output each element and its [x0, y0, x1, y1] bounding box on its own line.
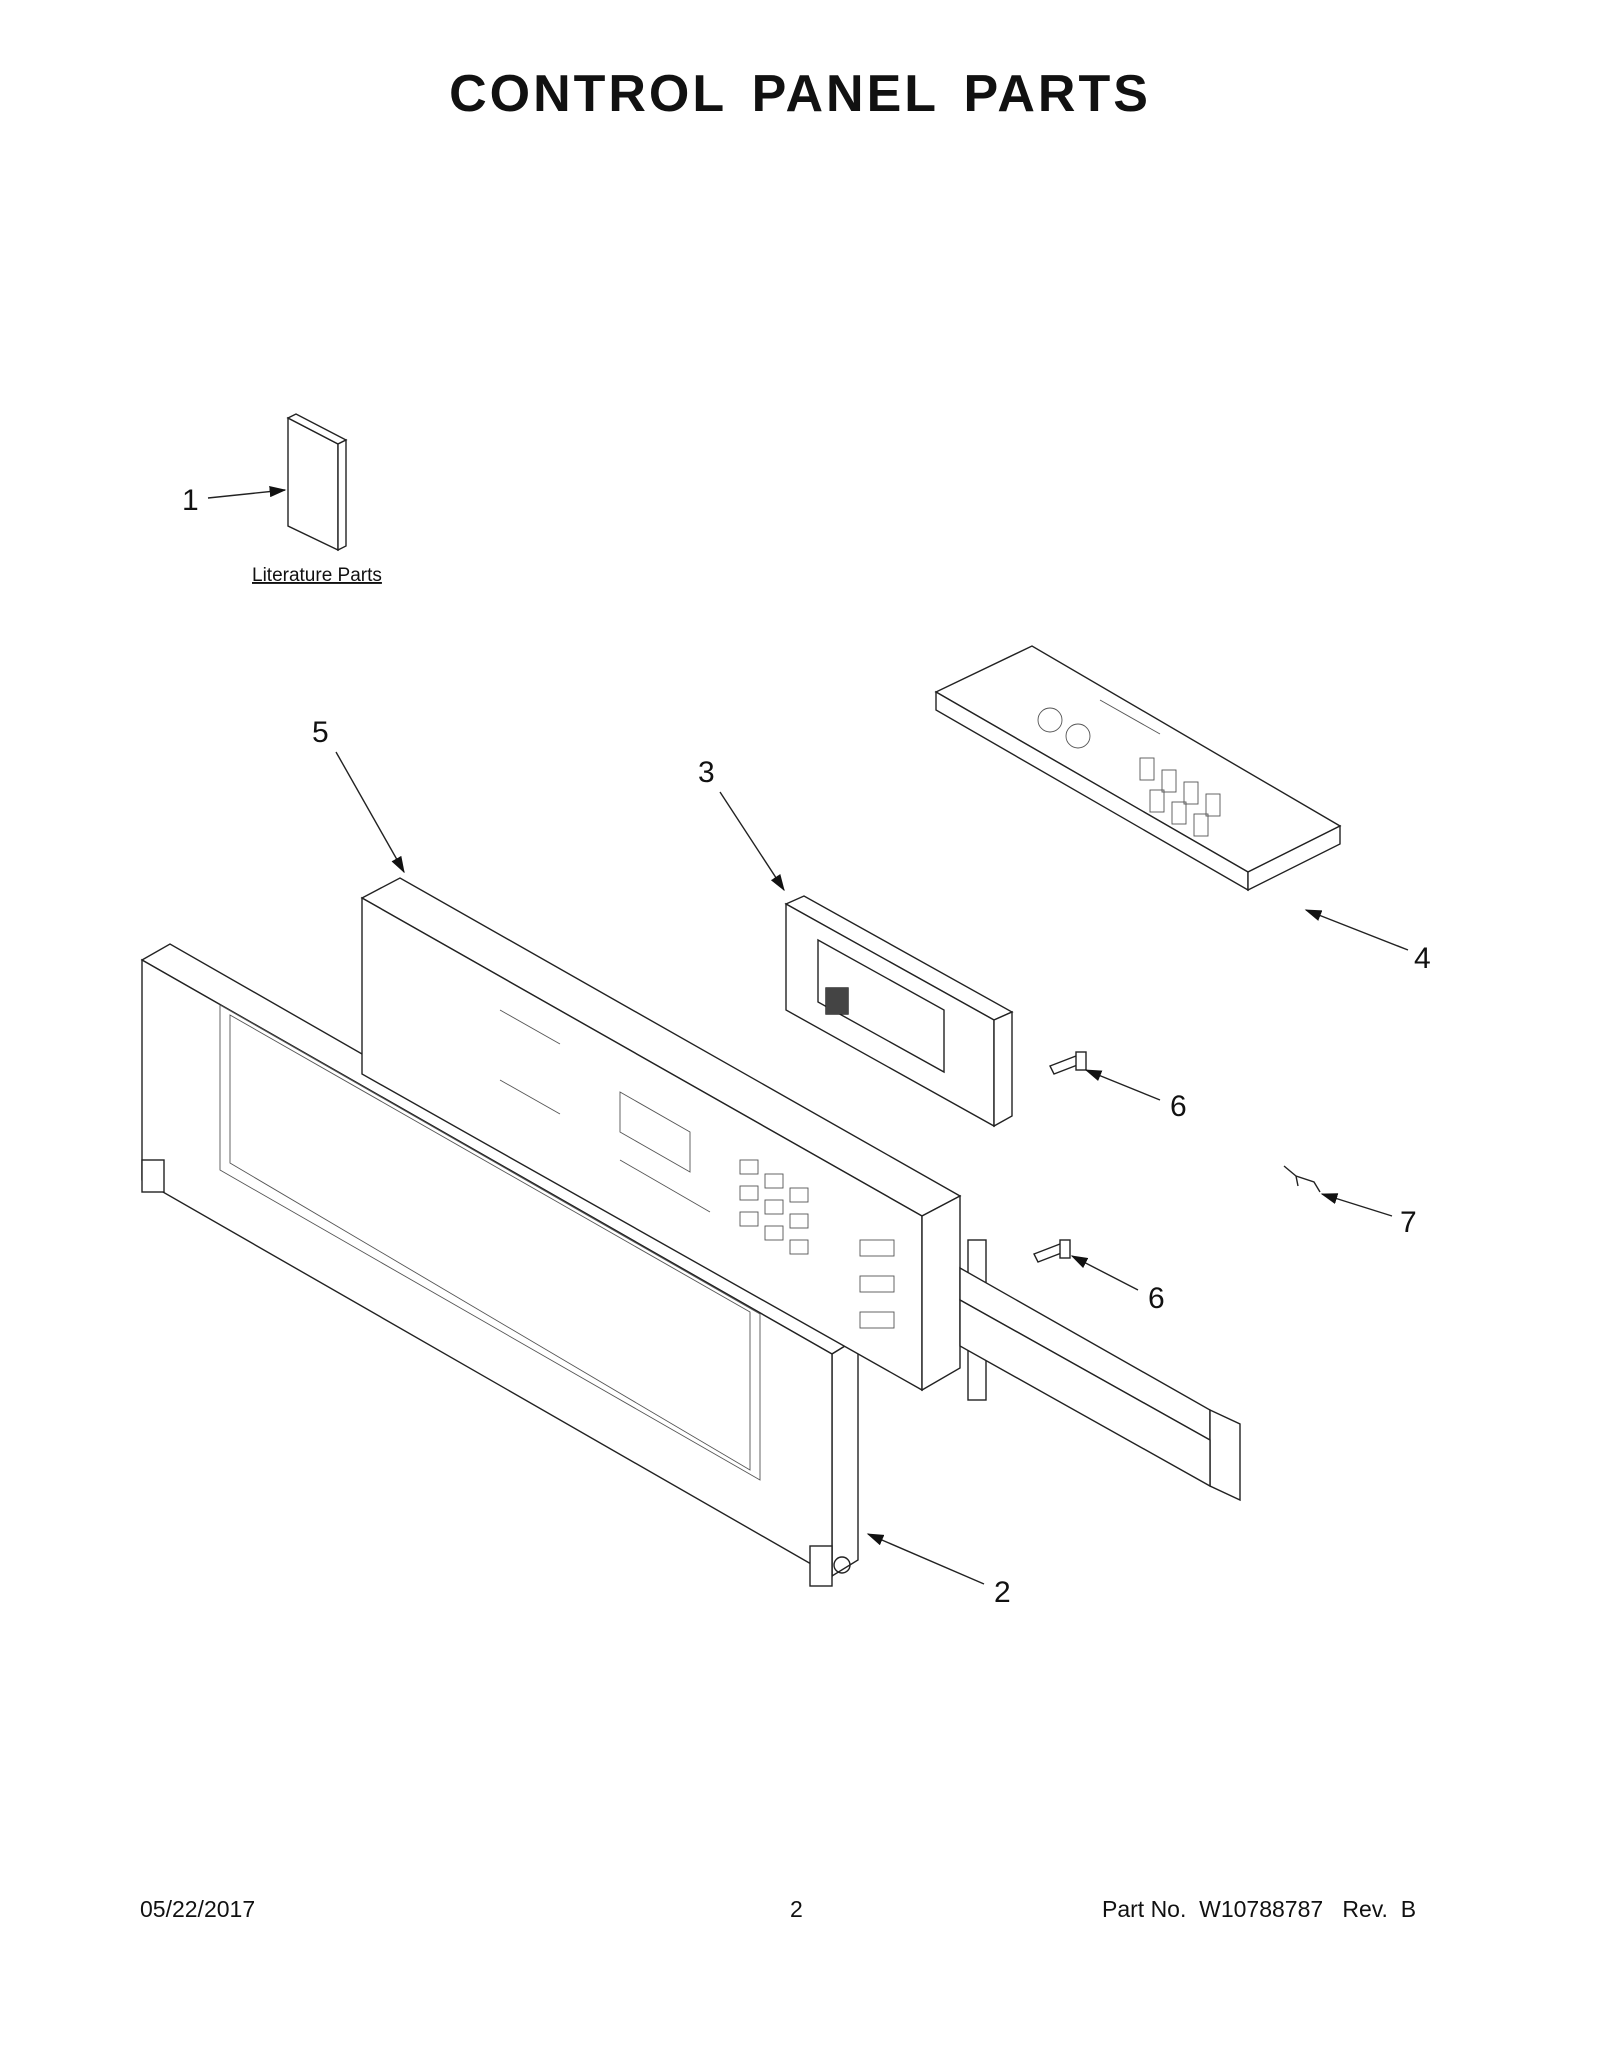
control-panel-trim	[360, 877, 1241, 1502]
footer-part-number: Part No. W10788787 Rev. B	[1102, 1896, 1417, 1922]
literature-booklet	[286, 413, 348, 552]
callout-4: 4	[1304, 909, 1431, 975]
svg-text:6: 6	[1148, 1282, 1165, 1315]
footer-date: 05/22/2017	[140, 1896, 256, 1922]
literature-parts-label: Literature Parts	[252, 565, 382, 586]
callout-7: 7	[1320, 1193, 1417, 1239]
callout-3: 3	[698, 756, 785, 892]
svg-text:3: 3	[698, 756, 715, 789]
svg-text:7: 7	[1400, 1206, 1417, 1239]
screw-lower	[1033, 1239, 1071, 1263]
callout-6-lower: 6	[1070, 1255, 1165, 1315]
callout-1: 1	[182, 484, 287, 517]
callout-2: 2	[866, 1533, 1011, 1609]
clip	[1283, 1165, 1321, 1193]
callout-5: 5	[312, 716, 405, 874]
svg-text:5: 5	[312, 716, 329, 749]
svg-text:2: 2	[994, 1576, 1011, 1609]
callout-6-upper: 6	[1084, 1069, 1187, 1123]
svg-text:1: 1	[182, 484, 199, 517]
control-board	[934, 645, 1342, 892]
svg-text:6: 6	[1170, 1090, 1187, 1123]
screw-upper	[1049, 1051, 1087, 1075]
user-interface-board	[784, 895, 1014, 1128]
svg-text:4: 4	[1414, 942, 1431, 975]
page-title: CONTROL PANEL PARTS	[449, 65, 1151, 123]
footer-page-number: 2	[790, 1896, 803, 1922]
